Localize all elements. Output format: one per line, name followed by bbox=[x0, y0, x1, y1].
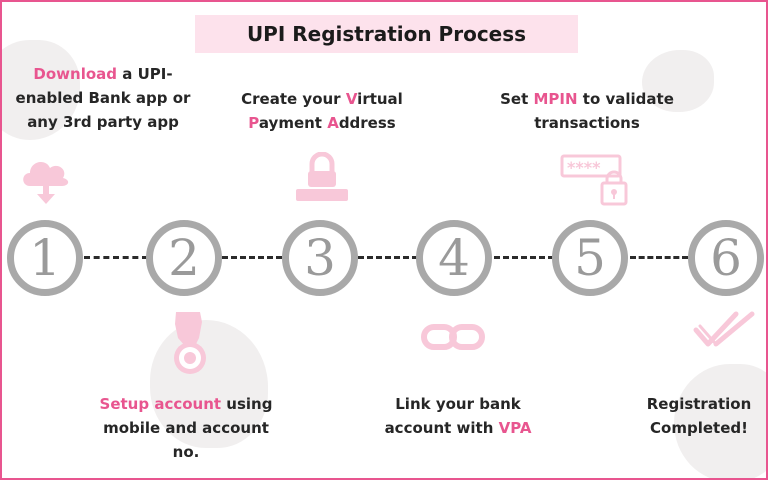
connector-2-3 bbox=[222, 256, 282, 259]
highlight-text: A bbox=[327, 114, 339, 132]
double-check-icon bbox=[693, 311, 755, 347]
step-2-text: Setup account using mobile and account n… bbox=[98, 392, 274, 464]
lock-icon bbox=[296, 152, 348, 201]
step-1-text: Download a UPI-enabled Bank app or any 3… bbox=[12, 62, 194, 134]
connector-4-5 bbox=[494, 256, 554, 259]
step-text-segment: Link your bank account with bbox=[384, 395, 521, 437]
page-title: UPI Registration Process bbox=[246, 22, 527, 46]
background-blob bbox=[642, 50, 714, 112]
step-5-text: Set MPIN to validate transactions bbox=[494, 87, 680, 135]
step-5-circle: 5 bbox=[552, 220, 628, 296]
step-1-number: 1 bbox=[29, 229, 61, 287]
highlight-text: Setup account bbox=[99, 395, 222, 413]
hand-press-icon bbox=[174, 312, 206, 374]
background-blob bbox=[674, 364, 766, 478]
step-text-segment: irtual bbox=[357, 90, 403, 108]
step-3-circle: 3 bbox=[282, 220, 358, 296]
step-6-text: Registration Completed! bbox=[636, 392, 762, 440]
step-6-number: 6 bbox=[710, 229, 742, 287]
step-text-segment: using mobile and account no. bbox=[103, 395, 273, 461]
background-blob bbox=[150, 320, 268, 448]
highlight-text: V bbox=[345, 90, 358, 108]
highlight-text: MPIN bbox=[533, 90, 578, 108]
step-text-segment: ayment bbox=[258, 114, 328, 132]
highlight-text: VPA bbox=[498, 419, 532, 437]
link-icon bbox=[421, 324, 485, 350]
step-text-segment: a UPI-enabled Bank app or any 3rd party … bbox=[15, 65, 191, 131]
step-text-segment: Set bbox=[500, 90, 534, 108]
highlight-text: P bbox=[248, 114, 259, 132]
cloud-download-icon bbox=[23, 161, 69, 204]
step-4-circle: 4 bbox=[416, 220, 492, 296]
step-text-segment: ddress bbox=[338, 114, 396, 132]
connector-3-4 bbox=[358, 256, 418, 259]
step-1-circle: 1 bbox=[7, 220, 83, 296]
title-box: UPI Registration Process bbox=[195, 15, 578, 53]
step-3-text: Create your Virtual Payment Address bbox=[234, 87, 410, 135]
connector-5-6 bbox=[630, 256, 688, 259]
svg-text:****: **** bbox=[567, 158, 601, 177]
step-text-segment: to validate transactions bbox=[534, 90, 674, 132]
step-6-circle: 6 bbox=[688, 220, 764, 296]
step-2-circle: 2 bbox=[146, 220, 222, 296]
connector-1-2 bbox=[84, 256, 148, 259]
step-4-number: 4 bbox=[438, 229, 470, 287]
step-2-number: 2 bbox=[168, 229, 200, 287]
step-4-text: Link your bank account with VPA bbox=[376, 392, 540, 440]
step-3-number: 3 bbox=[304, 229, 336, 287]
highlight-text: Download bbox=[33, 65, 118, 83]
step-text-segment: Create your bbox=[241, 90, 346, 108]
password-lock-icon: **** bbox=[560, 154, 628, 206]
step-5-number: 5 bbox=[574, 229, 606, 287]
step-text-segment: Registration Completed! bbox=[646, 395, 752, 437]
